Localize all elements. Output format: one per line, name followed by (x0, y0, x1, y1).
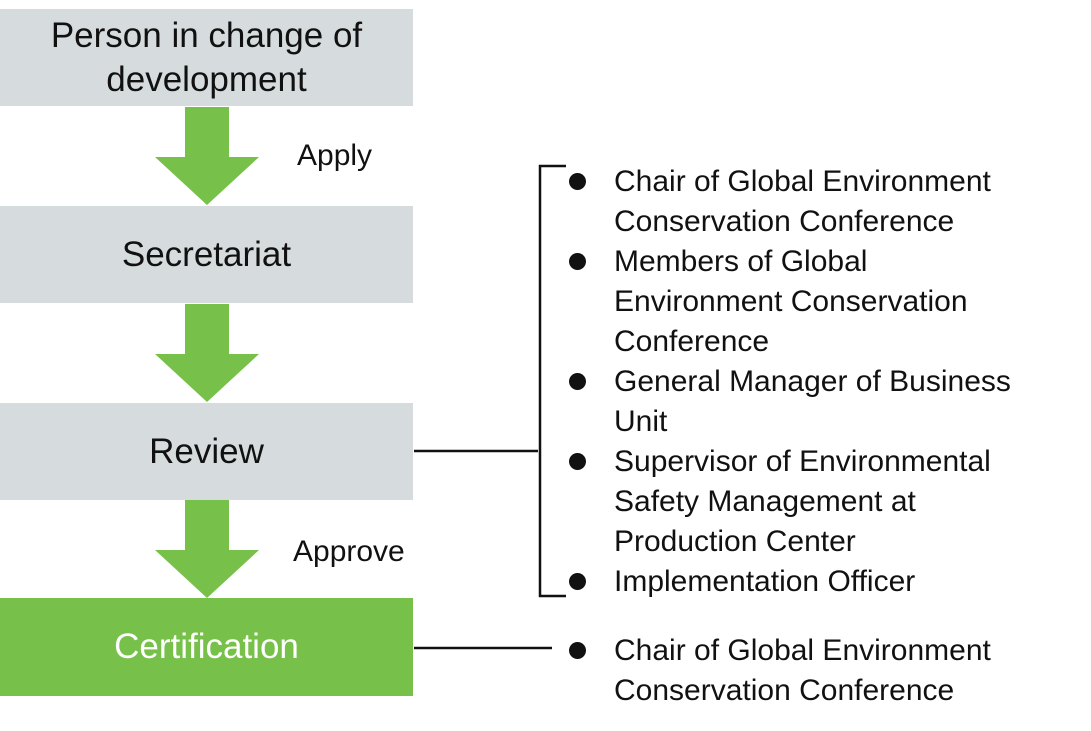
list-item-label: Implementation Officer (614, 565, 915, 598)
review-members-list: Chair of Global Environment Conservation… (614, 162, 1074, 602)
bullet-icon (569, 573, 586, 590)
bullet-icon (569, 373, 586, 390)
list-item: Members of Global Environment Conservati… (614, 242, 1074, 362)
list-item-label: Chair of Global Environment Conservation… (614, 165, 991, 238)
bullet-icon (569, 253, 586, 270)
bullet-icon (569, 453, 586, 470)
list-item: Chair of Global Environment Conservation… (614, 162, 1074, 242)
bullet-icon (569, 173, 586, 190)
list-item: Implementation Officer (614, 562, 1074, 602)
list-item: Supervisor of Environmental Safety Manag… (614, 442, 1074, 562)
bullet-icon (569, 642, 586, 659)
certification-members-list: Chair of Global Environment Conservation… (614, 631, 1074, 711)
list-item-label: Supervisor of Environmental Safety Manag… (614, 442, 1044, 562)
list-item-label: Members of Global Environment Conservati… (614, 242, 1024, 362)
list-item-label: General Manager of Business Unit (614, 362, 1064, 442)
list-item: General Manager of Business Unit (614, 362, 1074, 442)
list-item: Chair of Global Environment Conservation… (614, 631, 1074, 711)
list-item-label: Chair of Global Environment Conservation… (614, 631, 1054, 711)
